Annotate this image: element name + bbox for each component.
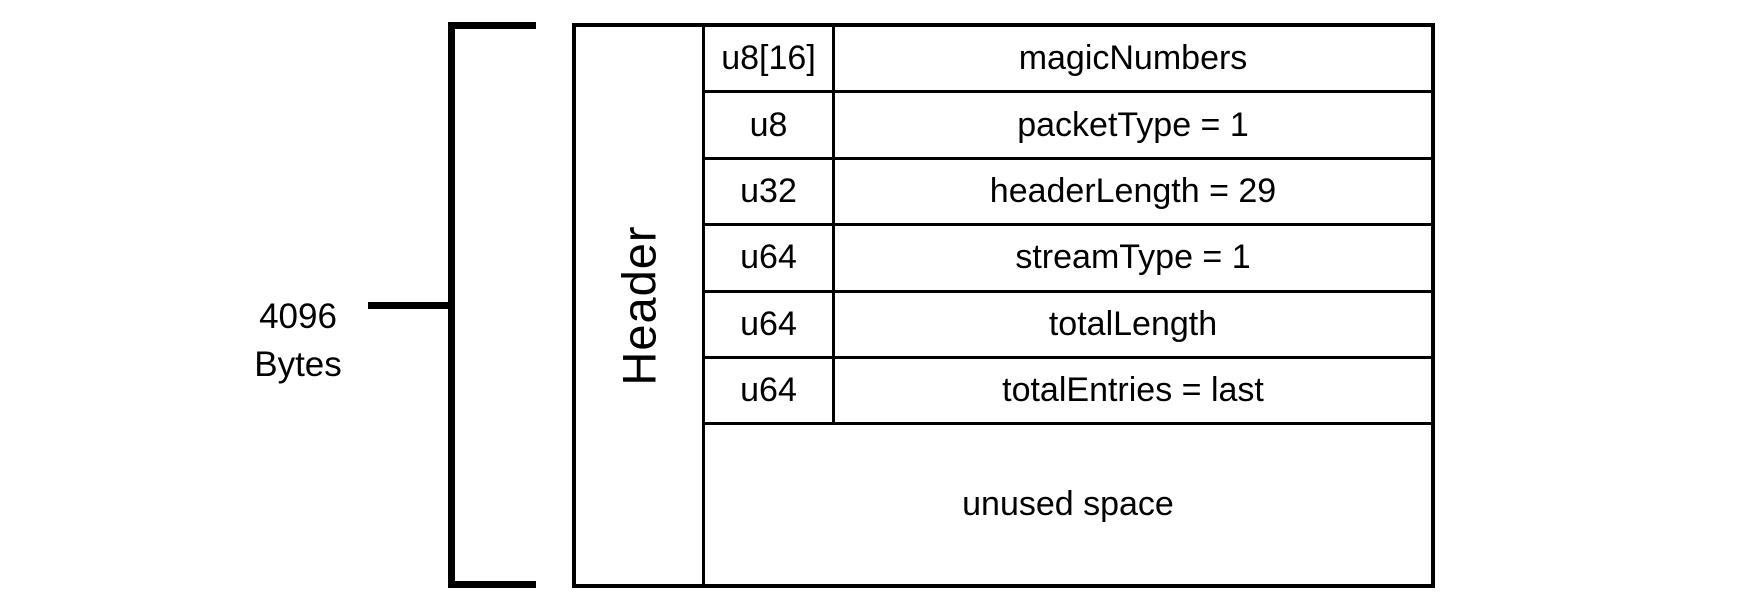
- field-type-totallength: u64: [705, 292, 835, 359]
- group-label-cell: Header: [576, 27, 705, 584]
- unused-space-cell: unused space: [962, 485, 1174, 524]
- field-type-magicnumbers: u8[16]: [705, 27, 835, 94]
- size-tick-line: [368, 302, 452, 309]
- field-name-totalentries: totalEntries = last: [835, 359, 1431, 426]
- field-type-streamtype: u64: [705, 226, 835, 293]
- size-label-unit: Bytes: [254, 345, 342, 384]
- field-type-headerlength: u32: [705, 159, 835, 227]
- struct-table: Header u8[16] magicNumbers u8 packetType…: [572, 23, 1435, 588]
- field-name-packettype: packetType = 1: [835, 93, 1431, 160]
- field-name-headerlength: headerLength = 29: [835, 160, 1431, 227]
- field-name-streamtype: streamType = 1: [835, 226, 1431, 293]
- field-name-magicnumbers: magicNumbers: [835, 27, 1431, 94]
- size-label-value: 4096: [259, 297, 337, 336]
- bracket-top-foot: [448, 22, 536, 29]
- field-type-totalentries: u64: [705, 358, 835, 426]
- field-name-totallength: totalLength: [835, 293, 1431, 359]
- size-label: 4096 Bytes: [208, 293, 388, 389]
- bracket-vertical: [448, 22, 455, 588]
- group-label: Header: [612, 225, 666, 386]
- field-type-packettype: u8: [705, 93, 835, 160]
- bracket-bottom-foot: [448, 581, 536, 588]
